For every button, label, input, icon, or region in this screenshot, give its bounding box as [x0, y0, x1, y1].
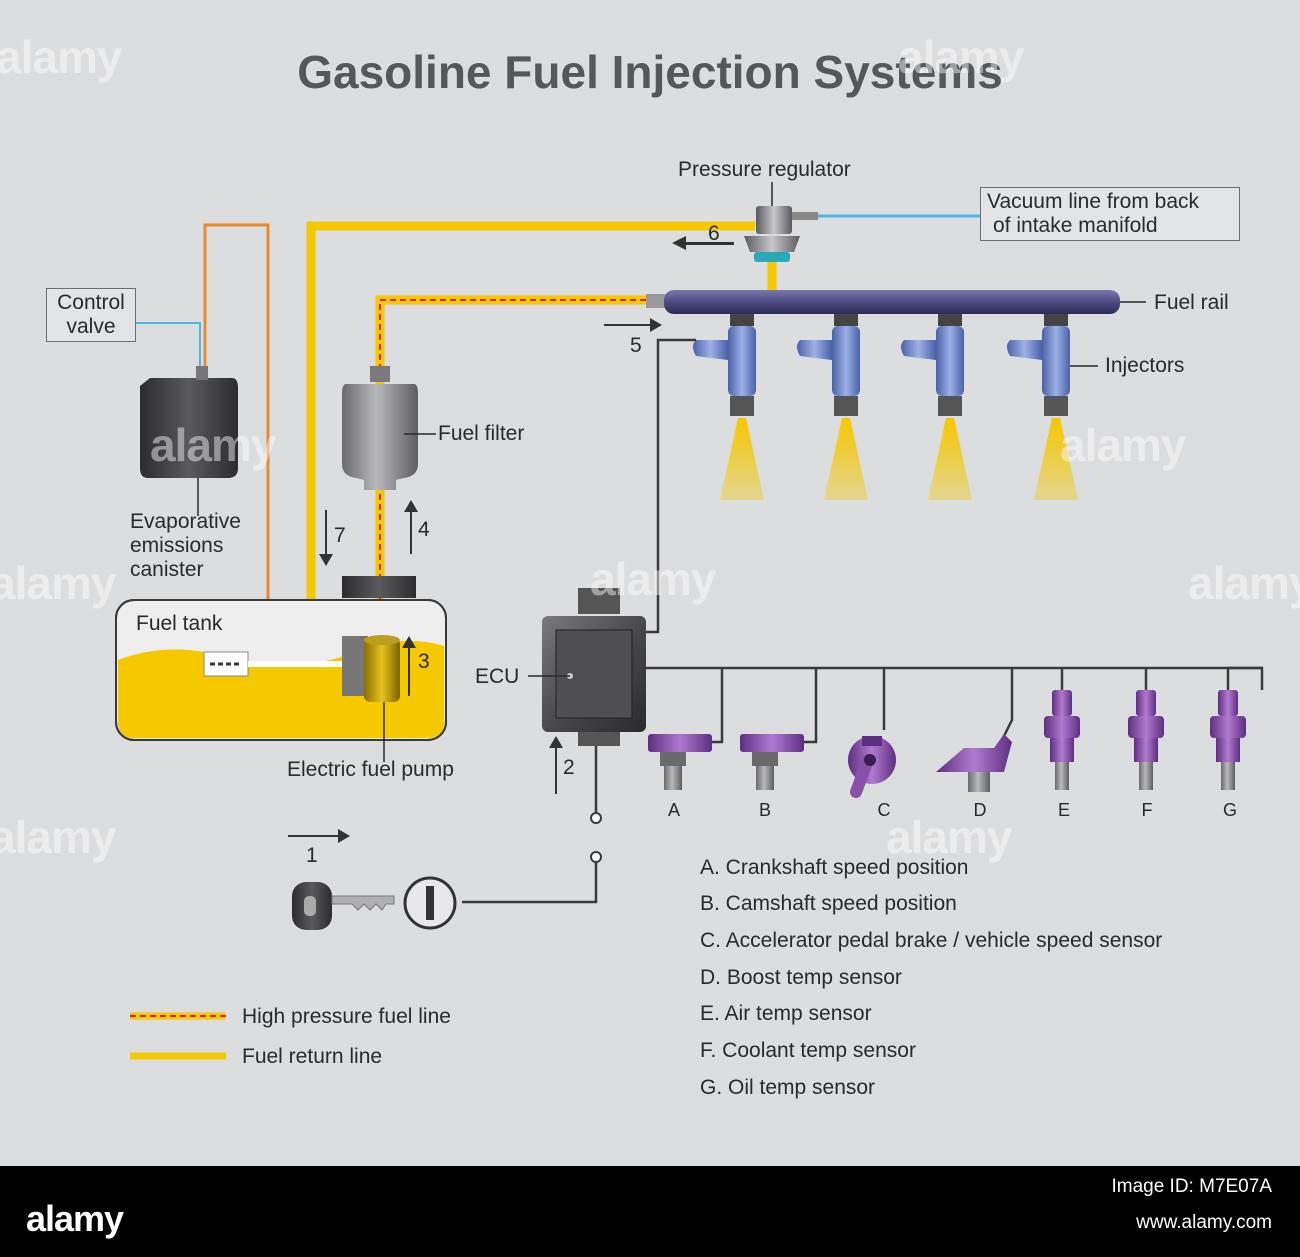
watermark-5: alamy [0, 557, 116, 609]
switch-contact-top [590, 812, 602, 824]
control-valve-line [128, 322, 201, 368]
sensor-a [648, 734, 712, 790]
watermark-8: alamy [0, 811, 116, 863]
footer-image-id: Image ID: M7E07A [1111, 1176, 1272, 1197]
watermark-9: alamy [886, 811, 1012, 863]
sensor-list-item-b: B. Camshaft speed position [700, 892, 957, 915]
page-title: Gasoline Fuel Injection Systems [297, 46, 1003, 98]
watermark-6: alamy [590, 553, 716, 605]
electric-fuel-pump-label: Electric fuel pump [287, 758, 454, 781]
sensor-letter-g: G [1222, 800, 1237, 820]
sensor-d [936, 734, 1012, 792]
fuel-tank-label: Fuel tank [136, 612, 223, 635]
fuel-tank [115, 576, 447, 762]
watermark-1: alamy [0, 31, 122, 83]
arrow-4 [404, 500, 418, 554]
ignition-switch [403, 876, 457, 930]
fuel-rail [646, 290, 1146, 314]
fuel-rail-label: Fuel rail [1154, 291, 1229, 314]
watermark-4: alamy [1060, 419, 1186, 471]
flow-number-6: 6 [708, 222, 720, 245]
watermark-3: alamy [150, 419, 276, 471]
sensor-f [1128, 690, 1164, 790]
ecu-unit [528, 588, 646, 746]
watermark-2: alamy [898, 31, 1024, 83]
control-valve-label: Control valve [46, 288, 136, 342]
fuel-system-diagram [115, 182, 1264, 1060]
flow-number-3: 3 [418, 650, 430, 673]
control-valve-label-2: valve [66, 315, 116, 338]
flow-number-4: 4 [418, 518, 430, 541]
sensor-list-item-c: C. Accelerator pedal brake / vehicle spe… [700, 929, 1163, 952]
vacuum-line-label-2: of intake manifold [993, 214, 1158, 237]
watermark-7: alamy [1188, 557, 1300, 609]
flow-number-1: 1 [306, 844, 318, 867]
footer-url: www.alamy.com [1136, 1212, 1272, 1233]
injector-3 [901, 314, 972, 500]
arrow-5 [604, 318, 662, 332]
evap-vent-line [203, 223, 270, 607]
evap-label-1: Evaporative [130, 510, 241, 533]
sensor-list-item-f: F. Coolant temp sensor [700, 1039, 916, 1062]
flow-number-2: 2 [563, 756, 575, 779]
pressure-regulator-label: Pressure regulator [678, 158, 851, 181]
high-pressure-line-dash [379, 299, 650, 600]
sensor-letter-c: C [877, 800, 891, 820]
sensor-b [740, 734, 804, 790]
pressure-regulator [744, 182, 818, 262]
arrow-2 [549, 736, 563, 794]
injector-4 [1007, 314, 1078, 500]
control-valve-label-1: Control [57, 291, 125, 314]
sensor-letter-d: D [973, 800, 987, 820]
injectors-label: Injectors [1105, 354, 1185, 377]
injectors [693, 314, 1098, 500]
wiring [462, 338, 1264, 904]
sensor-letter-a: A [667, 800, 680, 820]
sensor-list-item-d: D. Boost temp sensor [700, 966, 902, 989]
legend-return-line: Fuel return line [242, 1045, 383, 1068]
sensor-letter-f: F [1141, 800, 1153, 820]
flow-number-5: 5 [630, 334, 642, 357]
ecu-label: ECU [475, 665, 520, 688]
fuel-filter [342, 366, 436, 490]
sensor-letter-e: E [1057, 800, 1070, 820]
evap-label-3: canister [130, 558, 204, 581]
switch-contact-bottom [590, 851, 602, 863]
arrow-3 [402, 636, 416, 696]
evap-label-2: emissions [130, 534, 224, 557]
flow-arrows [288, 236, 734, 843]
sensor-c [848, 736, 896, 798]
sensor-list-item-a: A. Crankshaft speed position [700, 856, 969, 879]
vacuum-line-label: Vacuum line from back of intake manifold [980, 187, 1240, 241]
sensor-e [1044, 690, 1080, 790]
arrow-6 [672, 236, 734, 250]
sensor-letter-b: B [758, 800, 771, 820]
sensor-g [1210, 690, 1246, 790]
sensors [648, 690, 1246, 798]
arrow-1 [288, 829, 350, 843]
legend-high-pressure: High pressure fuel line [242, 1005, 451, 1028]
flow-number-7: 7 [334, 524, 346, 547]
arrow-7 [319, 510, 333, 566]
vacuum-line-label-1: Vacuum line from back [987, 190, 1200, 213]
footer-logo: alamy [26, 1198, 124, 1239]
sensor-list-item-e: E. Air temp sensor [700, 1002, 872, 1025]
injector-1 [693, 314, 764, 500]
ignition-key [292, 882, 395, 930]
footer-bar [0, 1166, 1300, 1257]
legend-lines [130, 1012, 226, 1060]
evap-canister [140, 366, 238, 516]
fuel-return-line [306, 221, 755, 640]
injector-2 [797, 314, 868, 500]
fuel-filter-label: Fuel filter [438, 422, 525, 445]
sensor-list-item-g: G. Oil temp sensor [700, 1076, 876, 1099]
